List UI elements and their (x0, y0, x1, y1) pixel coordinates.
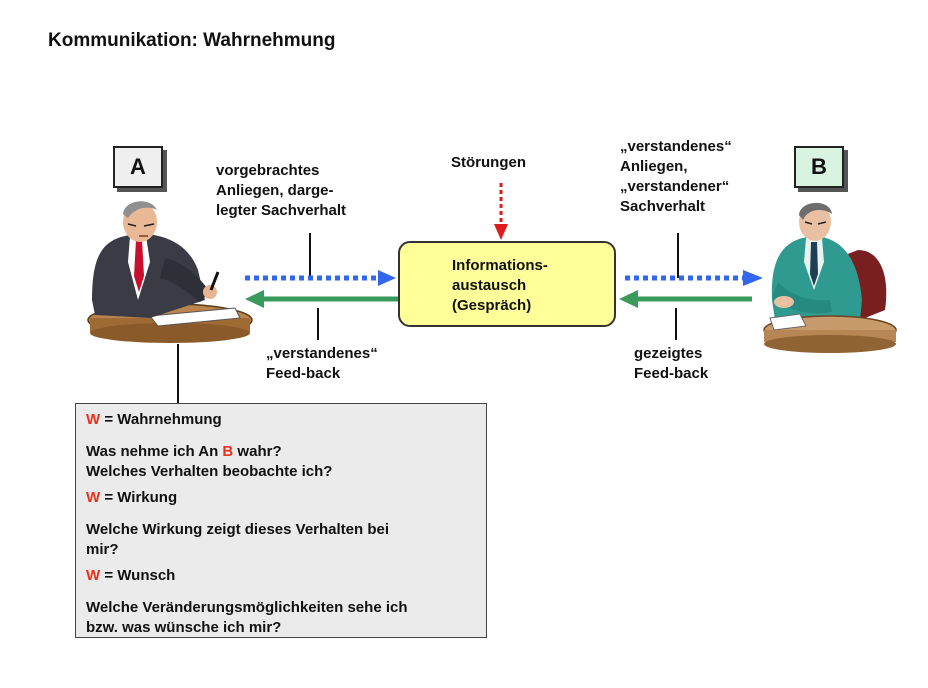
w-letter: W (86, 489, 101, 506)
page-title: Kommunikation: Wahrnehmung (48, 30, 336, 51)
person-b-label: B (794, 146, 844, 188)
label-disturbances: Störungen (451, 154, 526, 171)
w-effect-text: = Wirkung (100, 489, 178, 506)
w-perception-line: W = Wahrnehmung (86, 410, 476, 430)
question-perception-suffix: wahr? (233, 443, 282, 460)
label-presented-concern: vorgebrachtes Anliegen, darge- legter Sa… (216, 162, 347, 219)
question-perception: Was nehme ich An B wahr? (86, 442, 476, 462)
arrow-b-to-center-head (619, 290, 638, 308)
w-letter: W (86, 411, 101, 428)
w-effect-line: W = Wirkung (86, 488, 476, 508)
label-understood-concern: „verstandenes“ Anliegen, „verstandener“ … (620, 138, 732, 215)
question-perception-prefix: Was nehme ich An (86, 443, 223, 460)
w-perception-text: = Wahrnehmung (100, 411, 222, 428)
w-letter: W (86, 567, 101, 584)
arrow-disturbances-head (494, 224, 508, 240)
person-b-icon (763, 202, 897, 353)
question-effect: Welche Wirkung zeigt dieses Verhalten be… (86, 521, 390, 558)
arrow-a-to-center-head (378, 270, 396, 286)
label-shown-feedback: gezeigtes Feed-back (634, 345, 709, 382)
arrow-center-to-a-head (245, 290, 264, 308)
w-wish-line: W = Wunsch (86, 566, 476, 586)
person-a-label: A (113, 146, 163, 188)
w-wish-text: = Wunsch (100, 567, 176, 584)
person-a-icon (87, 201, 253, 343)
info-box-three-w: W = Wahrnehmung Was nehme ich An B wahr?… (75, 403, 487, 638)
arrow-center-to-b-head (743, 270, 763, 286)
label-understood-feedback: „verstandenes“ Feed-back (266, 345, 378, 382)
question-wish: Welche Veränderungsmöglichkeiten sehe ic… (86, 599, 408, 636)
b-letter: B (222, 443, 234, 460)
information-exchange-box: Informations- austausch (Gespräch) (398, 241, 616, 327)
question-behaviour: Welches Verhalten beobachte ich? (86, 463, 333, 480)
